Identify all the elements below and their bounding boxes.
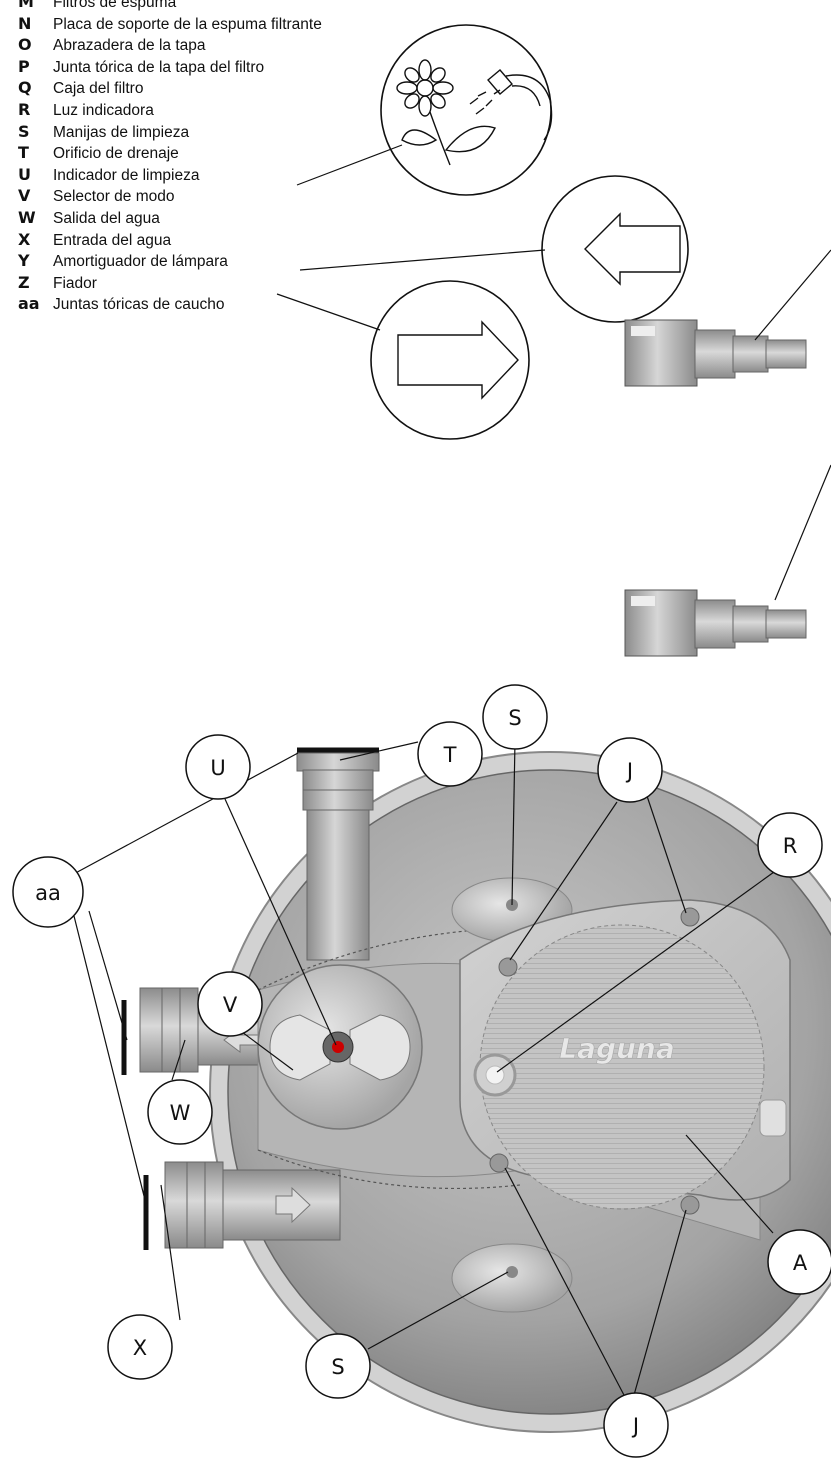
legend-key: Q	[18, 78, 32, 98]
filter-lid: Laguna	[459, 899, 791, 1210]
legend-item: Z Fiador	[18, 272, 438, 294]
filter-housing: Laguna	[121, 747, 831, 1433]
callout-w: W	[147, 1079, 213, 1145]
legend-item: Q Caja del filtro	[18, 77, 438, 99]
svg-text:S: S	[331, 1355, 344, 1379]
inlet-tube	[164, 1161, 341, 1249]
legend-key: W	[18, 207, 36, 227]
svg-text:W: W	[170, 1101, 191, 1125]
svg-text:J: J	[625, 759, 633, 783]
legend-item: R Luz indicadora	[18, 99, 438, 121]
legend-description: Amortiguador de lámpara	[53, 253, 228, 271]
legend-item: V Selector de modo	[18, 185, 438, 207]
legend-key: M	[18, 0, 34, 11]
legend-key: S	[18, 121, 30, 141]
svg-text:X: X	[133, 1336, 147, 1360]
legend-item: P Junta tórica de la tapa del filtro	[18, 56, 438, 78]
callout-r: R	[757, 812, 823, 878]
legend-description: Abrazadera de la tapa	[53, 37, 206, 55]
drain-tube	[296, 752, 380, 961]
callout-j-bottom: J	[603, 1392, 669, 1458]
legend-description: Caja del filtro	[53, 80, 144, 98]
mode-selector	[257, 964, 423, 1130]
svg-text:V: V	[223, 993, 238, 1017]
callout-v: V	[197, 971, 263, 1037]
legend-description: Placa de soporte de la espuma filtrante	[53, 15, 322, 33]
hose-connector-icon	[624, 249, 831, 657]
legend-key: X	[18, 229, 31, 249]
legend-description: Fiador	[53, 274, 97, 292]
legend-item: O Abrazadera de la tapa	[18, 34, 438, 56]
svg-text:aa: aa	[35, 881, 61, 905]
legend-description: Manijas de limpieza	[53, 123, 190, 141]
legend-key: Z	[18, 272, 30, 292]
rubber-rings	[121, 747, 379, 1250]
callout-aa: aa	[12, 856, 84, 928]
legend-key: T	[18, 143, 29, 163]
svg-text:U: U	[210, 756, 225, 780]
legend-description: Luz indicadora	[53, 101, 154, 119]
legend-key: Y	[18, 251, 30, 271]
legend-item: S Manijas de limpieza	[18, 121, 438, 143]
legend-key: N	[18, 13, 32, 33]
legend-item: T Orificio de drenaje	[18, 142, 438, 164]
legend-description: Selector de modo	[53, 188, 175, 206]
legend-description: Filtros de espuma	[53, 0, 177, 11]
arrow-left-icon	[541, 175, 689, 323]
legend-item: U Indicador de limpieza	[18, 164, 438, 186]
legend-item: N Placa de soporte de la espuma filtrante	[18, 13, 438, 35]
legend-key: V	[18, 186, 31, 206]
legend-item: X Entrada del agua	[18, 229, 438, 251]
legend-key: P	[18, 56, 30, 76]
svg-text:A: A	[793, 1251, 808, 1275]
callout-s-bottom: S	[305, 1333, 371, 1399]
callout-a: A	[767, 1229, 831, 1295]
arrow-right-icon	[370, 280, 530, 440]
callout-x: X	[107, 1314, 173, 1380]
legend-key: R	[18, 99, 31, 119]
flower-hose-icon	[380, 24, 553, 196]
legend-description: Indicador de limpieza	[53, 166, 200, 184]
legend-description: Junta tórica de la tapa del filtro	[53, 58, 265, 76]
callout-j-top: J	[597, 737, 663, 803]
legend-key: O	[18, 35, 32, 55]
legend-key: U	[18, 164, 31, 184]
legend-item: W Salida del agua	[18, 207, 438, 229]
callout-u: U	[185, 734, 251, 800]
svg-text:J: J	[631, 1414, 639, 1438]
svg-text:T: T	[443, 743, 457, 767]
legend-item: M Filtros de espuma	[18, 0, 438, 13]
legend-item: aa Juntas tóricas de caucho	[18, 293, 438, 315]
svg-text:S: S	[508, 706, 521, 730]
callout-t: T	[417, 721, 483, 787]
legend-description: Salida del agua	[53, 209, 160, 227]
legend-description: Juntas tóricas de caucho	[53, 296, 225, 314]
brand-logo: Laguna	[559, 1032, 675, 1065]
callout-s-top: S	[482, 684, 548, 750]
svg-text:R: R	[783, 834, 798, 858]
legend-item: Y Amortiguador de lámpara	[18, 250, 438, 272]
legend-description: Orificio de drenaje	[53, 145, 179, 163]
legend-key: aa	[18, 294, 40, 314]
legend-description: Entrada del agua	[53, 231, 172, 249]
